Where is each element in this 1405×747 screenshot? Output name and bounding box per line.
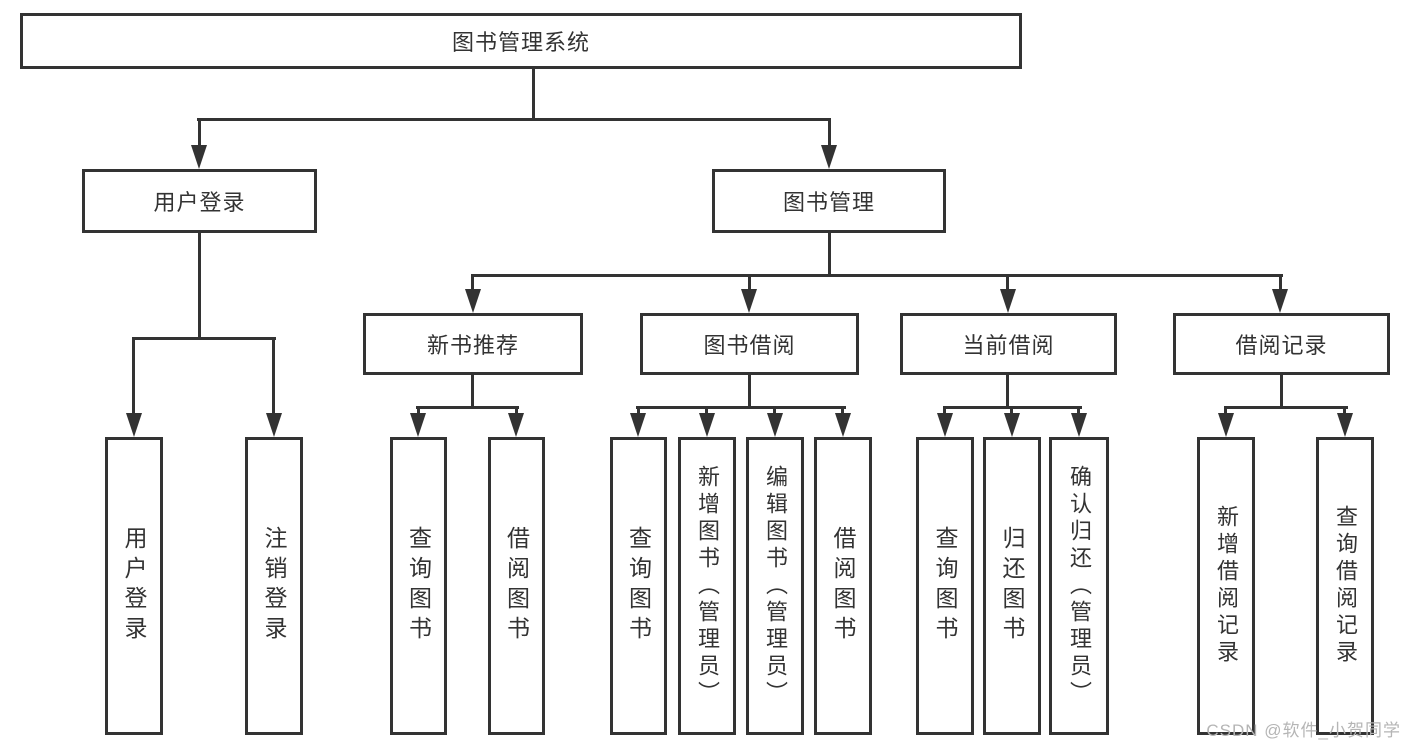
connector-leaf-stem — [1077, 406, 1080, 418]
leaf-borrow-books: 借阅图书 — [488, 437, 545, 735]
arrow-to-leaf — [1337, 413, 1353, 437]
arrow-to-leaf-user-login — [126, 413, 142, 437]
connector-leaf-stem — [132, 337, 135, 417]
leaf-borrow-books: 借阅图书 — [814, 437, 872, 735]
connector-records-down — [1280, 375, 1283, 409]
node-borrowing-records: 借阅记录 — [1173, 313, 1390, 375]
connector-user-login-stem — [198, 118, 201, 148]
connector-newbook-rail — [416, 406, 519, 409]
node-book-borrowing-label: 图书借阅 — [703, 333, 796, 358]
arrow-to-leaf — [835, 413, 851, 437]
node-new-book-recommend: 新书推荐 — [363, 313, 583, 375]
node-book-management: 图书管理 — [712, 169, 946, 233]
arrow-to-leaf — [630, 413, 646, 437]
connector-user-login-rail — [132, 337, 276, 340]
node-current-borrowing-label: 当前借阅 — [962, 333, 1055, 358]
leaf-label: 查询图书 — [625, 526, 652, 646]
connector-leaf-stem — [943, 406, 946, 418]
arrow-to-borrowing-records — [1272, 289, 1288, 313]
connector-level2-rail — [471, 274, 1283, 277]
leaf-add-borrow-record: 新增借阅记录 — [1197, 437, 1255, 735]
connector-leaf-stem — [1010, 406, 1013, 418]
leaf-query-books: 查询图书 — [916, 437, 974, 735]
arrow-to-leaf — [1071, 413, 1087, 437]
leaf-label: 用户登录 — [121, 526, 147, 646]
leaf-confirm-return-admin: 确认归还（管理员） — [1049, 437, 1109, 735]
node-user-login: 用户登录 — [82, 169, 317, 233]
leaf-label: 查询借阅记录 — [1333, 505, 1358, 667]
leaf-label: 借阅图书 — [830, 526, 856, 646]
arrow-to-leaf-logout — [266, 413, 282, 437]
node-user-login-label: 用户登录 — [153, 190, 246, 215]
node-book-management-label: 图书管理 — [782, 190, 875, 215]
leaf-label: 归还图书 — [999, 526, 1025, 646]
arrow-to-user-login — [191, 145, 207, 169]
csdn-watermark: CSDN @软件_小贺同学 — [1206, 721, 1401, 740]
connector-leaf-stem — [515, 406, 518, 418]
connector-leaf-stem — [773, 406, 776, 418]
connector-records-rail — [1224, 406, 1348, 409]
arrow-to-leaf — [937, 413, 953, 437]
connector-borrowing-down — [748, 375, 751, 409]
arrow-to-book-borrowing — [741, 289, 757, 313]
connector-book-mgmt-stem — [828, 118, 831, 148]
connector-borrowing-rail — [636, 406, 846, 409]
connector-leaf-stem — [705, 406, 708, 418]
connector-level2-stem — [1006, 274, 1009, 292]
connector-leaf-stem — [1224, 406, 1227, 418]
leaf-label: 查询图书 — [932, 526, 958, 646]
node-borrowing-records-label: 借阅记录 — [1235, 333, 1328, 358]
leaf-return-books: 归还图书 — [983, 437, 1041, 735]
arrow-to-leaf — [1218, 413, 1234, 437]
connector-leaf-stem — [272, 337, 275, 417]
leaf-user-login: 用户登录 — [105, 437, 163, 735]
node-root: 图书管理系统 — [20, 13, 1022, 69]
leaf-label: 注销登录 — [261, 526, 287, 646]
arrow-to-leaf — [767, 413, 783, 437]
arrow-to-leaf — [699, 413, 715, 437]
leaf-label: 新增图书（管理员） — [695, 464, 720, 708]
arrow-to-leaf — [410, 413, 426, 437]
connector-leaf-stem — [841, 406, 844, 418]
arrow-to-new-book-recommend — [465, 289, 481, 313]
leaf-query-borrow-record: 查询借阅记录 — [1316, 437, 1374, 735]
leaf-logout: 注销登录 — [245, 437, 303, 735]
connector-leaf-stem — [417, 406, 420, 418]
arrow-to-current-borrowing — [1000, 289, 1016, 313]
leaf-label: 编辑图书（管理员） — [763, 464, 788, 708]
connector-level2-stem — [1279, 274, 1282, 292]
leaf-query-books: 查询图书 — [610, 437, 667, 735]
connector-current-down — [1006, 375, 1009, 409]
connector-root-stem — [532, 68, 535, 118]
leaf-label: 新增借阅记录 — [1214, 505, 1239, 667]
leaf-label: 查询图书 — [405, 526, 432, 646]
node-root-label: 图书管理系统 — [451, 30, 590, 55]
connector-newbook-down — [471, 375, 474, 409]
leaf-edit-books-admin: 编辑图书（管理员） — [746, 437, 804, 735]
arrow-to-leaf — [508, 413, 524, 437]
leaf-query-books: 查询图书 — [390, 437, 447, 735]
node-current-borrowing: 当前借阅 — [900, 313, 1117, 375]
connector-level2-stem — [471, 274, 474, 292]
leaf-add-books-admin: 新增图书（管理员） — [678, 437, 736, 735]
leaf-label: 借阅图书 — [503, 526, 530, 646]
arrow-to-book-mgmt — [821, 145, 837, 169]
connector-user-login-down — [198, 233, 201, 340]
connector-level1-rail — [197, 118, 831, 121]
node-new-book-recommend-label: 新书推荐 — [426, 333, 519, 358]
connector-leaf-stem — [637, 406, 640, 418]
connector-book-mgmt-down — [828, 233, 831, 277]
leaf-label: 确认归还（管理员） — [1067, 464, 1092, 708]
node-book-borrowing: 图书借阅 — [640, 313, 859, 375]
arrow-to-leaf — [1004, 413, 1020, 437]
connector-leaf-stem — [1343, 406, 1346, 418]
connector-level2-stem — [748, 274, 751, 292]
